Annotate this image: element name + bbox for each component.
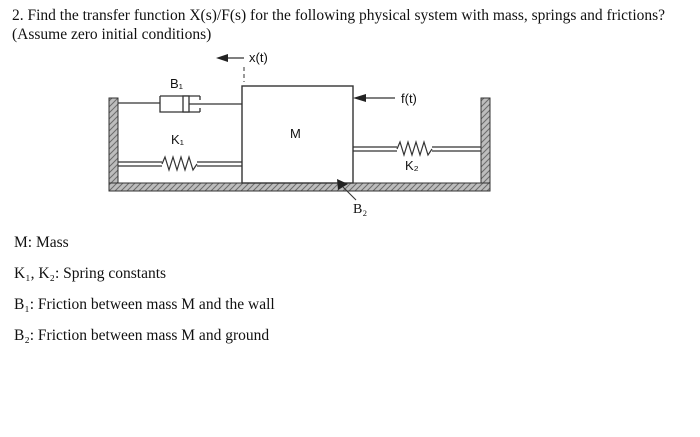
label-k1: K₁ <box>171 132 185 147</box>
ground-friction-b2-pointer <box>337 179 357 201</box>
spring-k1 <box>118 154 242 173</box>
label-displacement: x(t) <box>249 50 268 65</box>
left-wall <box>108 97 119 191</box>
spring-k2 <box>353 139 481 158</box>
label-mass: M <box>290 126 301 141</box>
legend-mass: M: Mass <box>14 233 69 252</box>
label-k2: K₂ <box>405 158 419 173</box>
force-arrow <box>353 94 395 102</box>
label-b1: B₁ <box>170 76 184 91</box>
legend-description: : Friction between mass M and ground <box>29 327 270 344</box>
legend-ground-friction: B₂: Friction between mass M and ground <box>14 326 269 345</box>
legend-description: : Friction between mass M and the wall <box>29 296 275 313</box>
legend-description: : Spring constants <box>54 265 167 282</box>
displacement-arrow <box>216 54 245 82</box>
question-text: 2. Find the transfer function X(s)/F(s) … <box>12 7 666 43</box>
label-force: f(t) <box>401 91 417 106</box>
legend-symbol: B₁ <box>14 296 30 313</box>
mass-block <box>241 85 354 184</box>
ground <box>108 182 491 192</box>
damper-b1 <box>118 95 242 113</box>
right-wall <box>480 97 491 191</box>
label-b2: B₂ <box>353 202 367 217</box>
legend-symbol: K₁, K₂ <box>14 265 55 282</box>
legend-wall-friction: B₁: Friction between mass M and the wall <box>14 295 275 314</box>
legend-spring-constants: K₁, K₂: Spring constants <box>14 264 166 283</box>
legend-symbol: M <box>14 234 28 251</box>
legend-symbol: B₂ <box>14 327 30 344</box>
legend-description: : Mass <box>27 234 69 251</box>
